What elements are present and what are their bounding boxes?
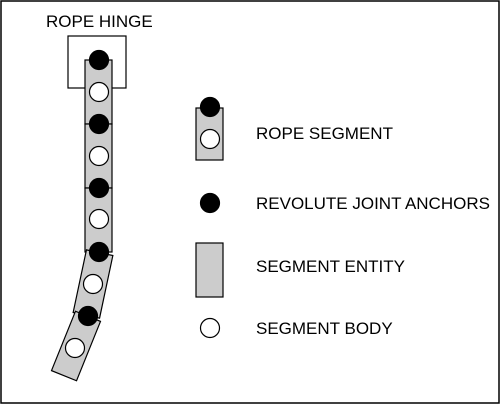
revolute-joint-anchor-swatch — [199, 192, 221, 214]
rope-segment-swatch-anchor — [199, 96, 221, 118]
legend-item-segment-body: SEGMENT BODY — [199, 317, 393, 339]
segment-body — [82, 273, 104, 295]
rope-segment-4 — [72, 241, 114, 319]
revolute-joint-anchor — [88, 241, 110, 263]
revolute-joint-anchor — [88, 177, 110, 199]
legend-label-segment-entity: SEGMENT ENTITY — [256, 257, 405, 276]
rope — [50, 49, 114, 382]
legend-label-segment-body: SEGMENT BODY — [256, 319, 393, 338]
legend-label-revolute-joint-anchors: REVOLUTE JOINT ANCHORS — [256, 194, 490, 213]
revolute-joint-anchor — [88, 113, 110, 135]
revolute-joint-anchor — [77, 305, 99, 327]
legend-item-segment-entity: SEGMENT ENTITY — [195, 242, 405, 298]
rope-segment-3 — [84, 177, 113, 253]
segment-body — [88, 208, 110, 230]
segment-body-swatch — [199, 317, 221, 339]
revolute-joint-anchor — [88, 49, 110, 71]
legend-label-rope-segment: ROPE SEGMENT — [256, 124, 393, 143]
legend: ROPE SEGMENT REVOLUTE JOINT ANCHORS SEGM… — [195, 96, 490, 339]
rope-segment-5 — [50, 305, 102, 382]
legend-item-rope-segment: ROPE SEGMENT — [195, 96, 393, 161]
rope-hinge-title: ROPE HINGE — [46, 12, 153, 31]
rope-segment-swatch-body — [199, 128, 221, 150]
rope-segment-2 — [84, 113, 113, 189]
legend-item-revolute-joint-anchors: REVOLUTE JOINT ANCHORS — [199, 192, 490, 214]
rope-segment-1 — [84, 49, 113, 125]
segment-entity-swatch — [195, 242, 224, 298]
segment-body — [88, 145, 110, 167]
segment-body — [64, 337, 86, 359]
segment-body — [88, 81, 110, 103]
